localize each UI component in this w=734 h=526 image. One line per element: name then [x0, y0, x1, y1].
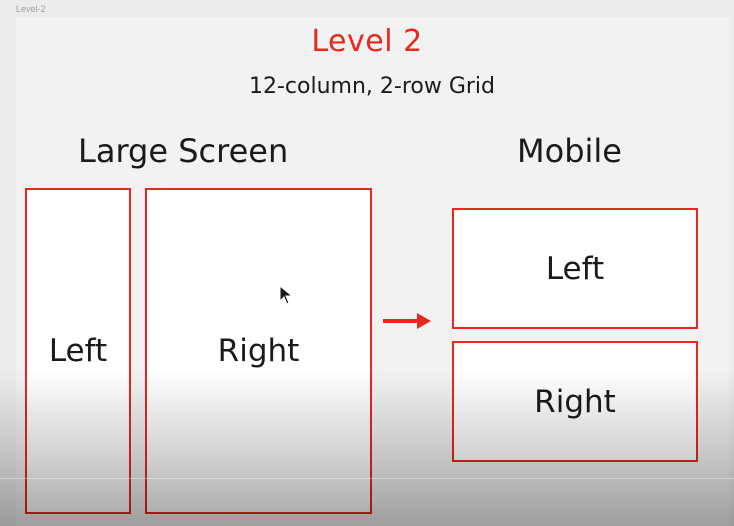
mobile-right-label: Right: [534, 383, 616, 420]
mobile-left-label: Left: [545, 250, 605, 287]
page-subtitle: 12-column, 2-row Grid: [248, 74, 496, 99]
mobile-left-box: Left: [452, 208, 698, 329]
page-title: Level 2: [311, 24, 423, 59]
mobile-heading: Mobile: [517, 132, 622, 170]
frame-label: Level-2: [16, 4, 46, 14]
mouse-cursor-icon: [279, 285, 293, 305]
large-right-label: Right: [217, 333, 300, 369]
mobile-right-box: Right: [452, 341, 698, 462]
large-screen-heading: Large Screen: [78, 132, 289, 170]
arrow-right-icon: [383, 313, 431, 329]
large-left-box: Left: [25, 188, 131, 514]
large-left-label: Left: [48, 333, 108, 369]
large-right-box: Right: [145, 188, 372, 514]
